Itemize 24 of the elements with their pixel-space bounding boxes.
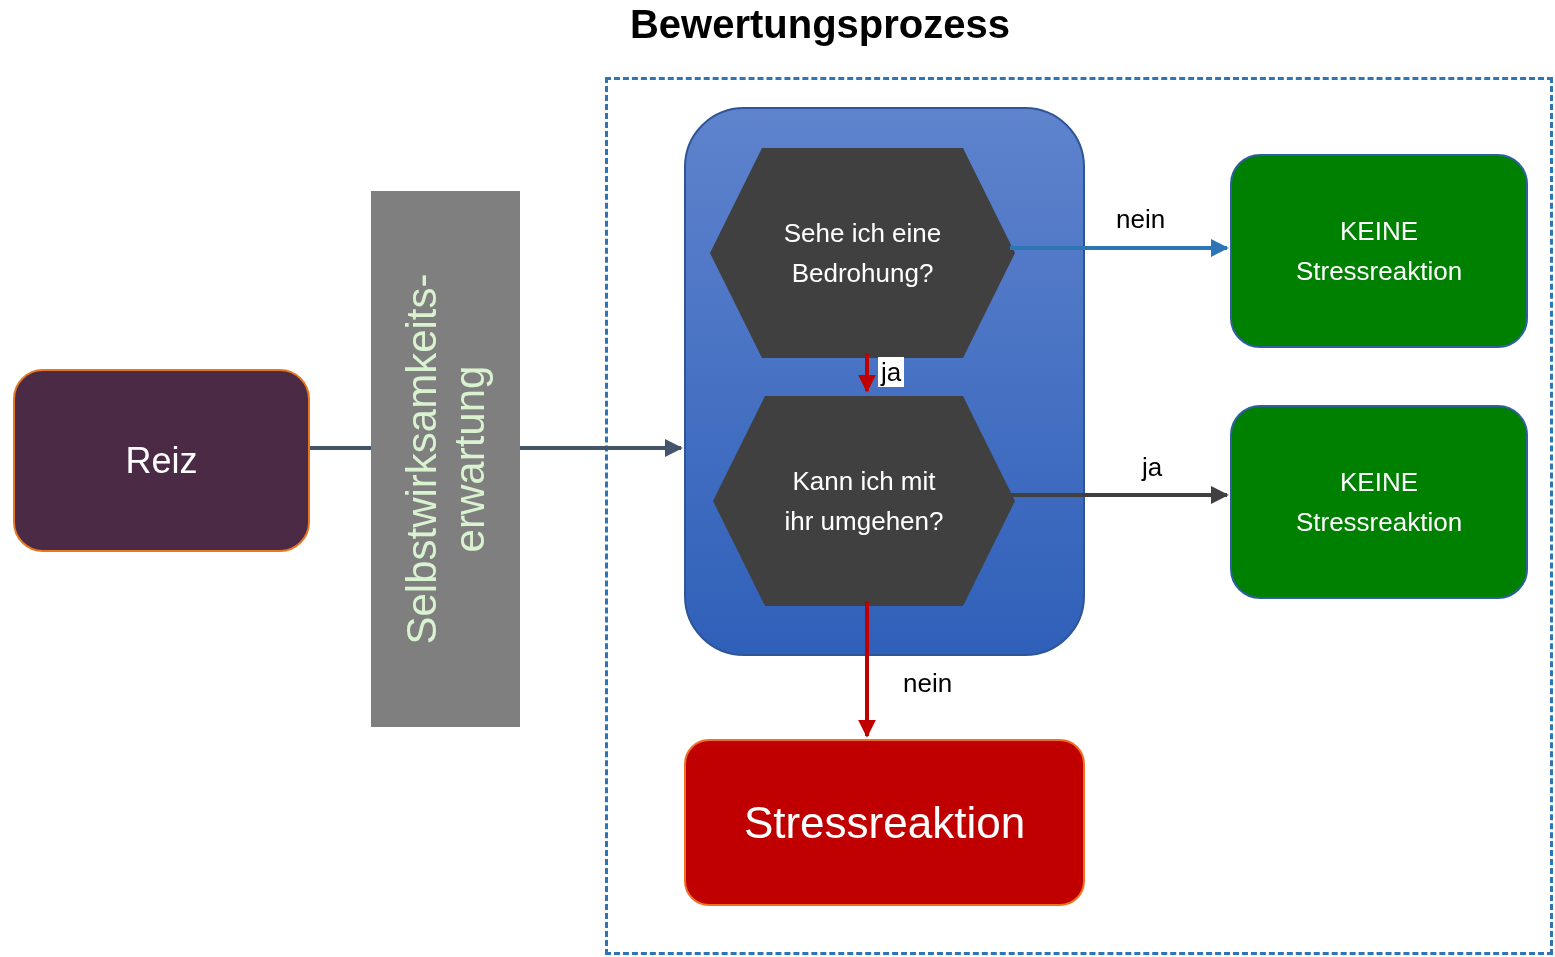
arrow [858,353,876,393]
arrow [1010,239,1229,257]
stimulus-box [13,369,310,552]
outcome-box [684,739,1085,906]
outcome-box [1230,405,1528,599]
node-label: Reiz [124,438,199,483]
diagram-title: Bewertungsprozess [628,2,1012,47]
outcome-label: KEINE Stressreaktion [1294,465,1464,539]
outcome-label: Stressreaktion [742,796,1027,849]
question-text: Kann ich mit ihr umgehen? [783,464,945,538]
connector-line [310,446,371,450]
outcome-box [1230,154,1528,348]
arrow [520,439,683,457]
edge-label: ja [878,357,905,387]
process-panel [684,107,1085,656]
vertical-bar [371,191,520,727]
arrow [858,601,876,738]
question-text: Sehe ich eine Bedrohung? [782,216,943,290]
arrow [1010,486,1229,504]
decision-hexagon [710,148,1015,358]
outcome-label: KEINE Stressreaktion [1294,214,1464,288]
bar-label: Selbstwirksamkeits- erwartung [396,272,494,647]
dashed-region [605,77,1553,955]
decision-hexagon [713,396,1015,606]
